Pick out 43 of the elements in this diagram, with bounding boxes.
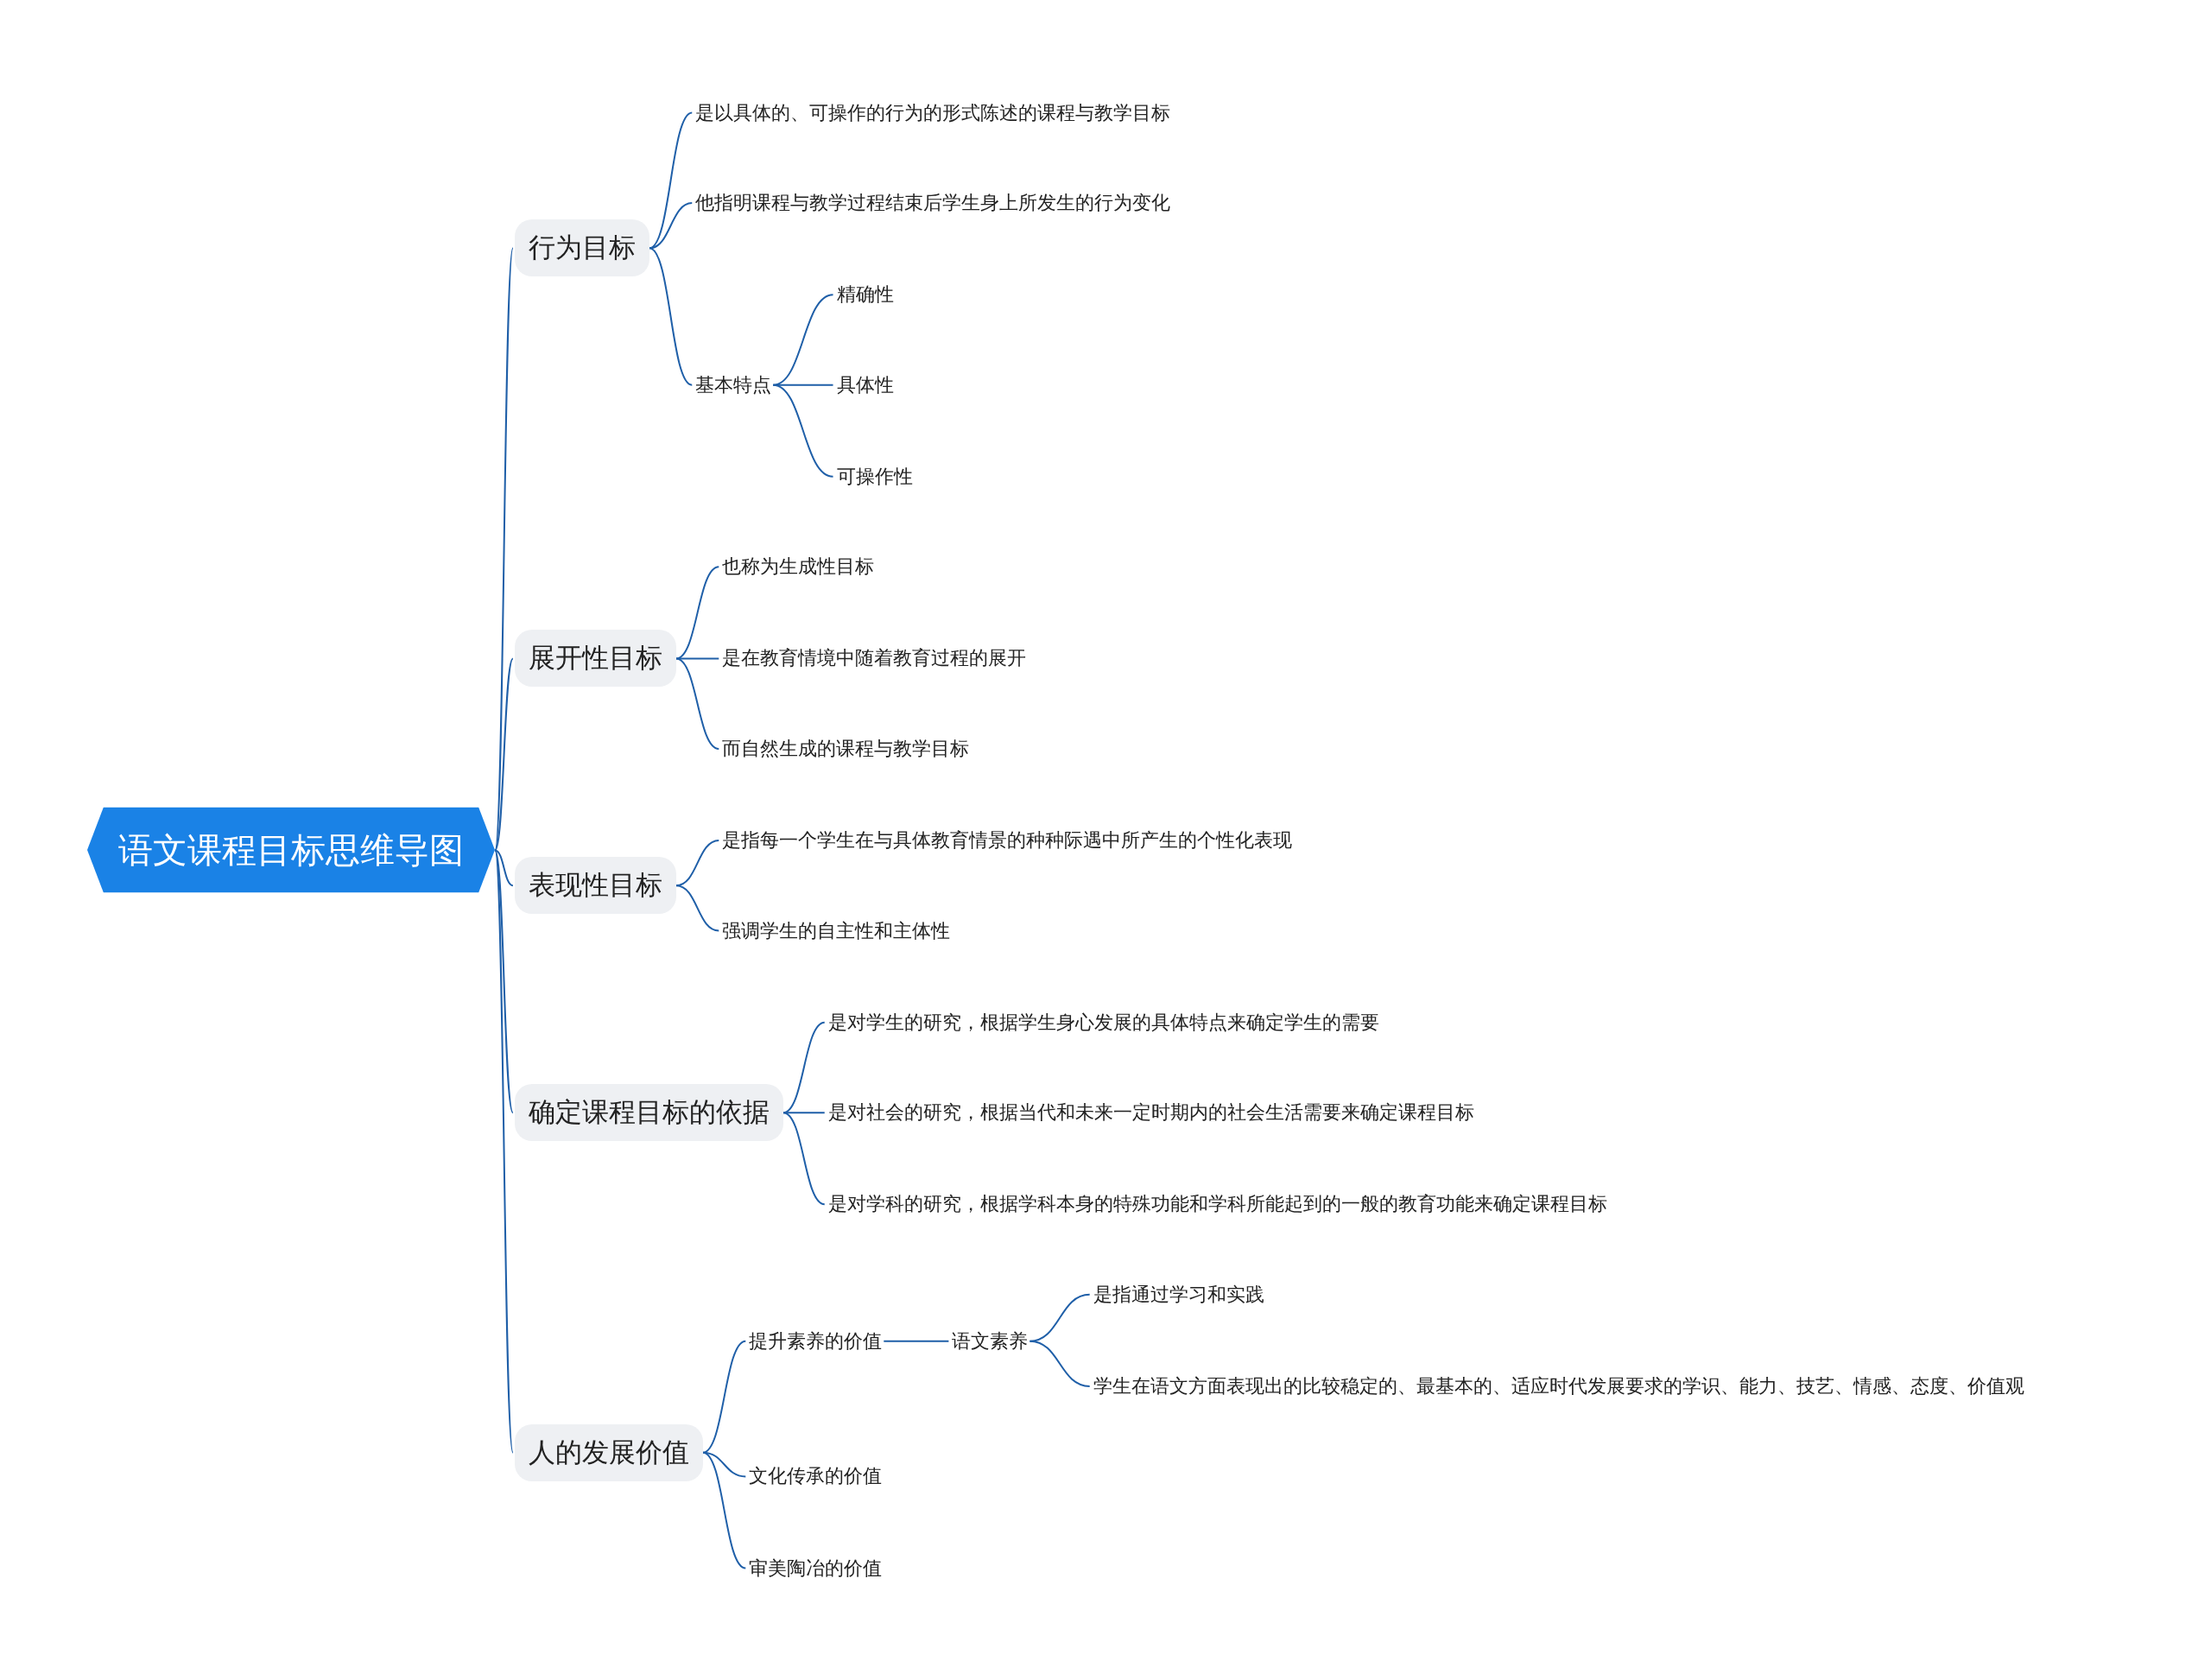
connector-line: [648, 247, 694, 386]
subtopic-text: 强调学生的自主性和主体性: [720, 914, 953, 948]
subtopic-text: 是对学生的研究，根据学生身心发展的具体特点来确定学生的需要: [826, 1005, 1381, 1039]
connector-line: [494, 657, 514, 852]
subtopic-text: 语文素养: [950, 1324, 1030, 1358]
subtopic-text: 是以具体的、可操作的行为的形式陈述的课程与教学目标: [694, 96, 1173, 130]
connector-line: [782, 1112, 826, 1206]
connector-line: [494, 849, 514, 1114]
connector-line: [675, 657, 720, 750]
connector-line: [772, 294, 834, 386]
connector-line: [1029, 1340, 1091, 1387]
connector-line: [883, 1340, 950, 1342]
connector-line: [772, 384, 834, 478]
topic-box: 人的发展价值: [514, 1423, 703, 1481]
subtopic-text: 是指通过学习和实践: [1091, 1277, 1266, 1311]
subtopic-text: 基本特点: [694, 368, 774, 402]
subtopic-text: 是指每一个学生在与具体教育情景的种种际遇中所产生的个性化表现: [720, 824, 1295, 858]
subtopic-text: 也称为生成性目标: [720, 550, 877, 584]
connector-line: [701, 1451, 747, 1569]
topic-box: 展开性目标: [514, 630, 676, 688]
connector-line: [701, 1340, 747, 1454]
connector-line: [675, 884, 720, 932]
subtopic-text: 审美陶冶的价值: [747, 1551, 884, 1585]
connector-line: [648, 202, 694, 250]
connector-line: [675, 657, 720, 660]
subtopic-text: 是在教育情境中随着教育过程的展开: [720, 642, 1029, 675]
subtopic-text: 具体性: [834, 368, 896, 402]
subtopic-text: 是对社会的研究，根据当代和未来一定时期内的社会生活需要来确定课程目标: [826, 1096, 1476, 1130]
topic-box: 确定课程目标的依据: [514, 1084, 783, 1142]
topic-box: 行为目标: [514, 219, 649, 277]
subtopic-text: 可操作性: [834, 460, 915, 493]
root-title: 语文课程目标思维导图: [118, 830, 465, 870]
connector-line: [494, 849, 514, 887]
root-topic: [87, 808, 496, 893]
subtopic-text: 学生在语文方面表现出的比较稳定的、最基本的、适应时代发展要求的学识、能力、技艺、情感、态度、价值观: [1091, 1369, 2026, 1403]
subtopic-text: 提升素养的价值: [747, 1324, 884, 1358]
subtopic-text: 是对学科的研究，根据学科本身的特殊功能和学科所能起到的一般的教育功能来确定课程目标: [826, 1188, 1609, 1221]
subtopic-text: 而自然生成的课程与教学目标: [720, 732, 972, 765]
subtopic-text: 文化传承的价值: [747, 1460, 884, 1493]
subtopic-text: 他指明课程与教学过程结束后学生身上所发生的行为变化: [694, 187, 1173, 220]
connector-line: [1029, 1293, 1091, 1342]
topic-box: 表现性目标: [514, 857, 676, 915]
subtopic-text: 精确性: [834, 278, 896, 312]
